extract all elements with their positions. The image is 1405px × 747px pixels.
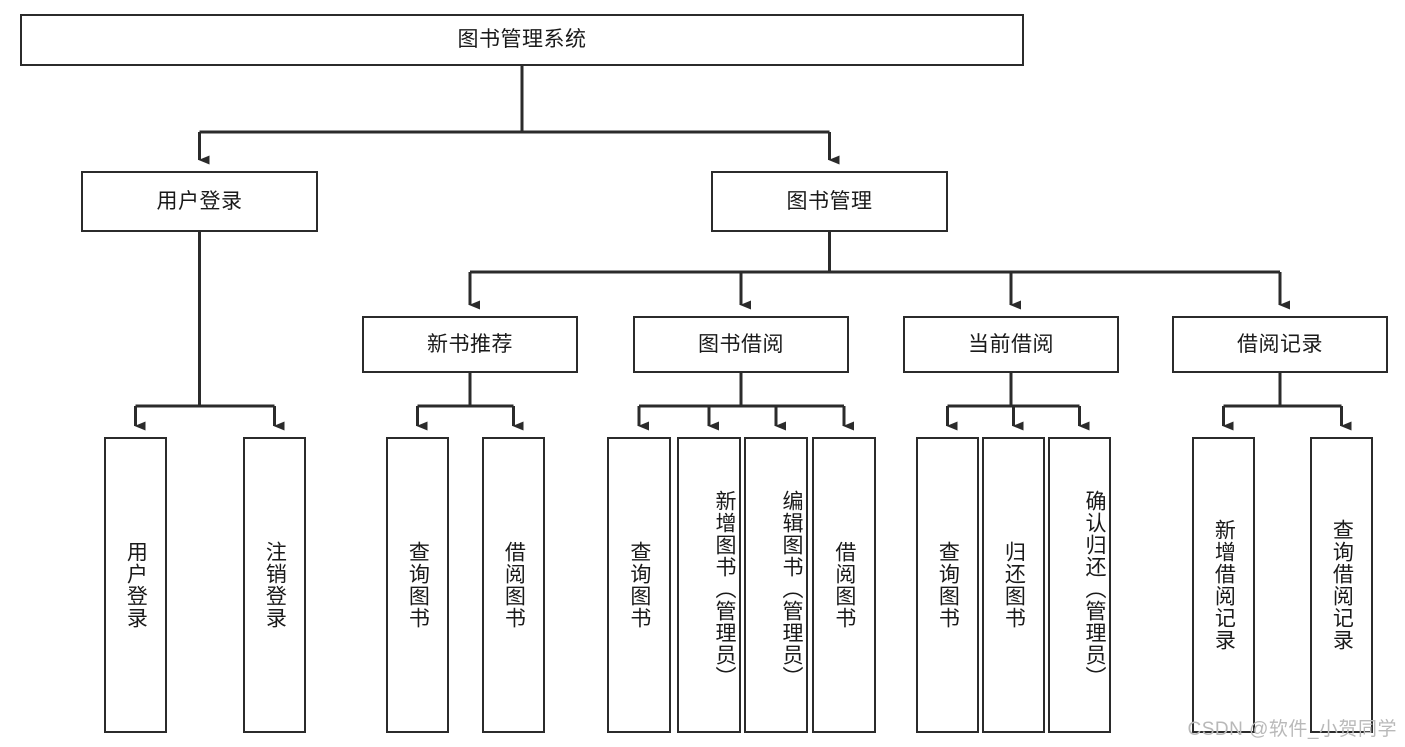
node-label: 当前借阅 [968,332,1054,356]
node-label: 图书借阅 [698,332,784,356]
node-current-borrow[interactable]: 当前借阅 [903,316,1119,373]
node-root[interactable]: 图书管理系统 [20,14,1024,66]
leaf-return-books[interactable]: 归还图书 [982,437,1045,733]
leaf-edit-book-admin[interactable]: 编辑图书（管理员） [744,437,808,733]
leaf-label: 新增图书（管理员） [713,490,736,688]
leaf-label: 归还图书 [1002,541,1026,629]
node-new-book-recommend[interactable]: 新书推荐 [362,316,578,373]
leaf-query-books-recommend[interactable]: 查询图书 [386,437,449,733]
node-borrow-records[interactable]: 借阅记录 [1172,316,1388,373]
node-book-borrow[interactable]: 图书借阅 [633,316,849,373]
node-label: 借阅记录 [1237,332,1323,356]
leaf-label: 查询图书 [936,541,960,629]
leaf-label: 查询图书 [627,541,651,629]
leaf-label: 用户登录 [124,541,148,629]
node-book-management[interactable]: 图书管理 [711,171,948,232]
leaf-label: 确认归还（管理员） [1083,490,1106,688]
csdn-watermark: CSDN @软件_小贺同学 [1187,719,1397,740]
leaf-label: 借阅图书 [502,541,526,629]
leaf-label: 查询借阅记录 [1330,519,1354,651]
leaf-label: 查询图书 [406,541,430,629]
leaf-add-borrow-record[interactable]: 新增借阅记录 [1192,437,1255,733]
leaf-label: 注销登录 [263,541,287,629]
node-label: 新书推荐 [427,332,513,356]
leaf-label: 新增借阅记录 [1212,519,1236,651]
leaf-label: 编辑图书（管理员） [780,490,803,688]
leaf-borrow-books[interactable]: 借阅图书 [812,437,876,733]
leaf-label: 借阅图书 [832,541,856,629]
node-root-label: 图书管理系统 [457,28,587,52]
leaf-add-book-admin[interactable]: 新增图书（管理员） [677,437,741,733]
leaf-confirm-return-admin[interactable]: 确认归还（管理员） [1048,437,1111,733]
leaf-query-books-borrow[interactable]: 查询图书 [607,437,671,733]
leaf-borrow-books-recommend[interactable]: 借阅图书 [482,437,545,733]
node-user-login[interactable]: 用户登录 [81,171,318,232]
node-label: 用户登录 [156,189,243,213]
node-label: 图书管理 [786,189,873,213]
leaf-query-borrow-record[interactable]: 查询借阅记录 [1310,437,1373,733]
leaf-user-login[interactable]: 用户登录 [104,437,167,733]
leaf-query-books-current[interactable]: 查询图书 [916,437,979,733]
leaf-logout[interactable]: 注销登录 [243,437,306,733]
